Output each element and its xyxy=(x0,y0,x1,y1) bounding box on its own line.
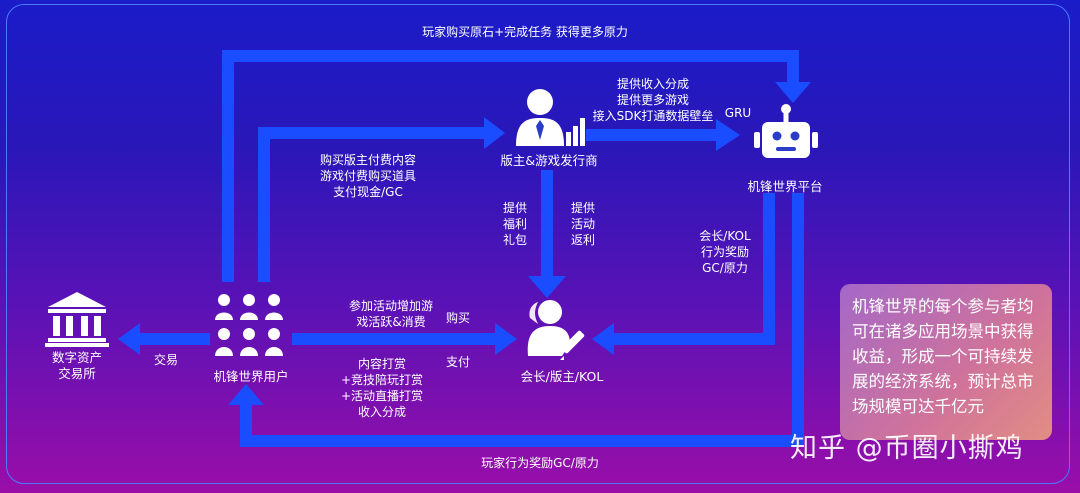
content-line: 收入分成 xyxy=(357,405,406,419)
activity-line: 戏活跃&消费 xyxy=(356,315,426,329)
rebate-label: 提供 活动 返利 xyxy=(566,200,600,248)
welfare-line: 福利 xyxy=(502,217,527,231)
users-to-publisher-arrowhead xyxy=(484,117,505,149)
users-to-publisher-line: 游戏付费购买道具 xyxy=(319,169,416,183)
publisher-to-platform-line: 提供更多游戏 xyxy=(616,93,689,107)
publisher-to-platform-label: 提供收入分成 提供更多游戏 接入SDK打通数据壁垒 xyxy=(588,76,718,124)
top-loop-label: 玩家购买原石+完成任务 获得更多原力 xyxy=(422,25,628,39)
bottom-loop-label: 玩家行为奖励GC/原力 xyxy=(481,456,599,470)
bottom-loop-arrow-right-leg xyxy=(792,193,804,447)
robot-icon xyxy=(754,104,818,158)
platform-to-kol-line: GC/原力 xyxy=(702,261,748,275)
top-loop-arrow-right-leg xyxy=(787,50,799,84)
kol-label: 会长/版主/KOL xyxy=(520,369,604,384)
activity-line: 参加活动增加游 xyxy=(348,299,433,313)
businessman-chart-icon xyxy=(516,89,585,146)
publisher-to-kol-arrowhead xyxy=(528,276,566,298)
rebate-line: 返利 xyxy=(570,233,595,247)
users-to-exchange-arrowhead xyxy=(118,323,140,355)
bottom-loop-arrowhead xyxy=(228,384,264,405)
users-label: 机锋世界用户 xyxy=(213,369,289,384)
publisher-to-kol-arrow-shaft xyxy=(541,170,553,278)
platform-to-kol-arrow-horizontal xyxy=(612,333,775,345)
publisher-to-platform-arrow-shaft xyxy=(586,129,718,141)
welfare-line: 提供 xyxy=(502,201,527,215)
users-to-publisher-arrow-vertical xyxy=(258,127,270,282)
users-to-exchange-arrow-shaft xyxy=(138,333,210,345)
publisher-to-platform-line: 提供收入分成 xyxy=(616,77,689,91)
platform-to-kol-line: 行为奖励 xyxy=(700,245,749,259)
summary-note-text: 机锋世界的每个参与者均可在诸多应用场景中获得收益，形成一个可持续发展的经济系统，… xyxy=(852,297,1034,416)
users-to-kol-content-label: 内容打赏 +竞技陪玩打赏 +活动直播打赏 收入分成 xyxy=(330,356,434,420)
platform-to-kol-line: 会长/KOL xyxy=(699,229,751,243)
users-to-kol-arrowhead xyxy=(495,323,517,355)
users-group-icon xyxy=(215,294,283,356)
content-line: +活动直播打赏 xyxy=(340,389,424,403)
diagram-frame xyxy=(6,4,1070,484)
content-line: +竞技陪玩打赏 xyxy=(340,373,424,387)
bottom-loop-arrow-left-leg xyxy=(240,403,252,447)
top-loop-arrow-left-leg xyxy=(222,50,234,282)
welfare-label: 提供 福利 礼包 xyxy=(498,200,532,248)
rebate-line: 活动 xyxy=(570,217,595,231)
users-to-publisher-label: 购买版主付费内容 游戏付费购买道具 支付现金/GC xyxy=(304,152,432,200)
users-to-kol-arrow-shaft xyxy=(292,333,497,345)
welfare-line: 礼包 xyxy=(502,233,527,247)
trade-label: 交易 xyxy=(153,353,178,367)
summary-note-card: 机锋世界的每个参与者均可在诸多应用场景中获得收益，形成一个可持续发展的经济系统，… xyxy=(840,284,1052,440)
exchange-label-line: 数字资产 xyxy=(51,350,102,365)
exchange-label-line: 交易所 xyxy=(58,366,96,381)
users-to-publisher-line: 购买版主付费内容 xyxy=(319,153,416,167)
watermark: 知乎 @币圈小撕鸡 xyxy=(790,433,1024,464)
kol-editor-icon xyxy=(527,300,585,360)
publisher-label: 版主&游戏发行商 xyxy=(500,153,598,168)
top-loop-arrow-top-bar xyxy=(222,50,799,62)
pay-label: 支付 xyxy=(445,355,470,369)
platform-label: 机锋世界平台 xyxy=(747,179,823,194)
content-line: 内容打赏 xyxy=(357,357,406,371)
users-to-publisher-arrow-horizontal xyxy=(258,127,486,139)
users-to-kol-activity-label: 参加活动增加游 戏活跃&消费 xyxy=(336,298,446,330)
publisher-to-platform-line: 接入SDK打通数据壁垒 xyxy=(592,109,714,123)
bank-icon xyxy=(45,292,109,347)
rebate-line: 提供 xyxy=(570,201,595,215)
gru-label: GRU xyxy=(724,106,752,120)
platform-to-kol-arrow-vertical xyxy=(763,193,775,345)
bottom-loop-arrow-bottom-bar xyxy=(240,435,804,447)
platform-to-kol-arrowhead xyxy=(592,323,614,355)
exchange-label: 数字资产 交易所 xyxy=(44,350,110,382)
platform-to-kol-label: 会长/KOL 行为奖励 GC/原力 xyxy=(690,228,760,276)
top-loop-arrowhead xyxy=(775,82,811,103)
users-to-publisher-line: 支付现金/GC xyxy=(333,185,403,199)
buy-label: 购买 xyxy=(445,311,470,325)
publisher-to-platform-arrowhead xyxy=(716,119,740,151)
